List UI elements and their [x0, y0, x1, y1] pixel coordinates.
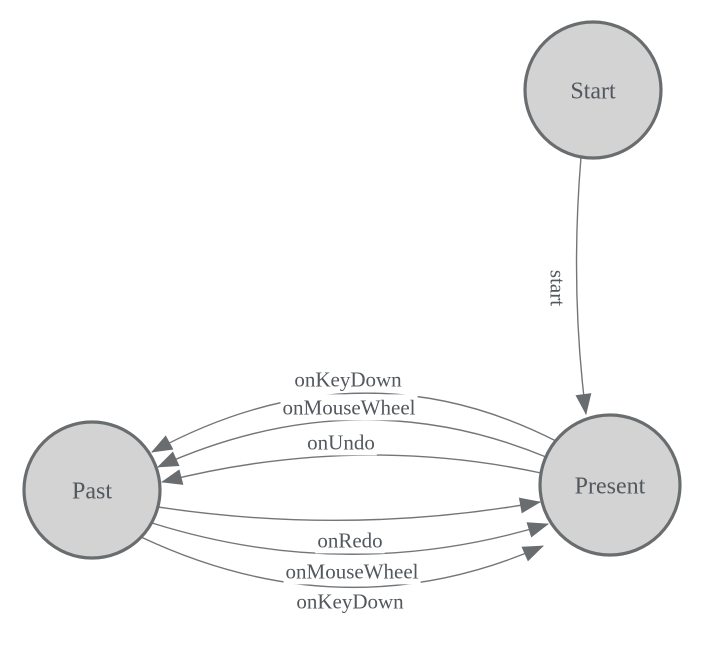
- state-label-start: Start: [570, 78, 616, 104]
- edge-present-to-past-onkeydown[interactable]: [151, 392, 557, 453]
- edge-label-bg-present-to-past-onundo: [305, 429, 377, 456]
- state-node-past[interactable]: Past: [22, 420, 162, 560]
- edge-label-past-to-present-onkeydown: onKeyDown: [296, 589, 404, 613]
- state-circle-past[interactable]: [22, 420, 162, 560]
- edge-start-to-present[interactable]: [575, 156, 592, 415]
- state-node-start[interactable]: Start: [523, 20, 663, 160]
- edge-past-to-present-onkeydown[interactable]: [140, 536, 544, 589]
- edge-label-present-to-past-onundo: onUndo: [307, 430, 375, 454]
- edge-label-bg-past-to-present-onredo: [315, 527, 385, 554]
- edge-past-to-present-onredo[interactable]: [157, 497, 541, 522]
- edge-label-present-to-past-onmousewheel: onMouseWheel: [283, 395, 416, 419]
- edge-label-bg-past-to-present-onkeydown: [294, 588, 407, 615]
- edge-label-start-to-present: start: [546, 270, 570, 306]
- state-label-present: Present: [575, 473, 646, 499]
- edge-label-present-to-past-onkeydown: onKeyDown: [294, 367, 402, 391]
- state-circle-start[interactable]: [523, 20, 663, 160]
- state-circle-present[interactable]: [538, 413, 682, 557]
- edge-label-bg-present-to-past-onkeydown: [292, 366, 405, 393]
- state-label-past: Past: [72, 478, 112, 504]
- edge-label-past-to-present-onredo: onRedo: [317, 528, 382, 552]
- edge-labels-layer: start onKeyDown onMouseWheel onUndo onRedo on…: [280, 267, 571, 615]
- edge-past-to-present-onmousewheel[interactable]: [151, 522, 549, 555]
- state-node-present[interactable]: Present: [538, 413, 682, 557]
- edge-present-to-past-onundo[interactable]: [161, 454, 542, 485]
- edge-label-bg-past-to-present-onmousewheel: [283, 558, 421, 585]
- edge-label-past-to-present-onmousewheel: onMouseWheel: [286, 559, 419, 583]
- edge-label-bg-present-to-past-onmousewheel: [280, 394, 418, 421]
- edge-label-bg-start-to-present: [544, 267, 571, 309]
